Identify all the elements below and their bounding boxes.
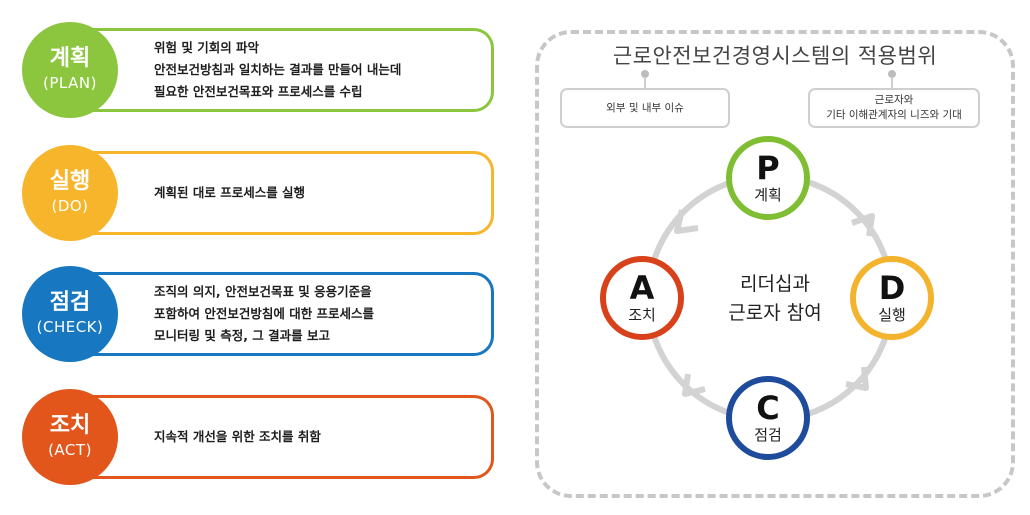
check-title: 점검 [49,290,91,315]
node-check-letter: C [756,389,780,427]
act-description: 지속적 개선을 위한 조치를 취함 [154,398,321,476]
stakeholder-needs-tag: 근로자와 기타 이해관계자의 니즈와 기대 [808,88,980,128]
plan-title: 계획 [49,46,91,71]
cycle-node-check: C 점검 [726,376,810,460]
do-card: 계획된 대로 프로세스를 실행 [86,151,494,235]
pdca-row-act: 지속적 개선을 위한 조치를 취함 조치 (ACT) [22,389,502,485]
arrow-p-to-d-icon [851,213,875,237]
check-line-1: 조직의 의지, 안전보건목표 및 응용기준을 [154,284,372,299]
do-circle: 실행 (DO) [22,145,118,241]
plan-card: 위험 및 기회의 파악 안전보건방침과 일치하는 결과를 만들어 내는데 필요한… [86,28,494,112]
plan-subtitle: (PLAN) [43,74,97,92]
check-description: 조직의 의지, 안전보건목표 및 응용기준을 포함하여 안전보건방침에 대한 프… [154,275,374,353]
right-tag-line-1: 근로자와 [874,94,914,106]
node-act-letter: A [629,269,655,307]
center-line-2: 근로자 참여 [728,302,822,324]
check-line-2: 포함하여 안전보건방침에 대한 프로세스를 [154,306,375,321]
scope-title: 근로안전보건경영시스템의 적용범위 [560,40,990,70]
center-line-1: 리더십과 [740,273,810,295]
node-check-label: 점검 [754,426,782,444]
plan-description: 위험 및 기회의 파악 안전보건방침과 일치하는 결과를 만들어 내는데 필요한… [154,31,401,109]
pdca-row-plan: 위험 및 기회의 파악 안전보건방침과 일치하는 결과를 만들어 내는데 필요한… [22,22,502,118]
left-pin-icon [641,70,649,78]
plan-line-3: 필요한 안전보건목표와 프로세스를 수립 [154,84,363,99]
act-circle: 조치 (ACT) [22,389,118,485]
cycle-node-plan: P 계획 [726,136,810,220]
do-subtitle: (DO) [51,197,89,215]
act-title: 조치 [49,413,91,438]
plan-line-1: 위험 및 기회의 파악 [154,40,260,55]
node-do-letter: D [878,269,906,307]
do-description: 계획된 대로 프로세스를 실행 [154,154,305,232]
node-plan-letter: P [756,149,780,187]
check-circle: 점검 (CHECK) [22,266,118,362]
cycle-node-do: D 실행 [850,256,934,340]
pdca-row-do: 계획된 대로 프로세스를 실행 실행 (DO) [22,145,502,241]
scope-frame [535,30,1015,498]
check-line-3: 모니터링 및 측정, 그 결과를 보고 [154,328,331,343]
left-pin-line [644,77,646,89]
check-card: 조직의 의지, 안전보건목표 및 응용기준을 포함하여 안전보건방침에 대한 프… [86,272,494,356]
plan-line-2: 안전보건방침과 일치하는 결과를 만들어 내는데 [154,62,402,77]
external-internal-issues-tag: 외부 및 내부 이슈 [560,88,730,128]
right-pin-icon [888,70,896,78]
act-card: 지속적 개선을 위한 조치를 취함 [86,395,494,479]
node-act-label: 조치 [628,306,656,324]
arrow-a-to-p-icon [674,209,699,234]
act-subtitle: (ACT) [48,441,92,459]
cycle-node-act: A 조치 [600,256,684,340]
left-tag-text: 외부 및 내부 이슈 [606,101,684,114]
leadership-center-label: 리더십과 근로자 참여 [705,270,845,328]
node-do-label: 실행 [878,306,906,324]
do-title: 실행 [49,169,91,194]
act-line-1: 지속적 개선을 위한 조치를 취함 [154,429,321,444]
pdca-row-check: 조직의 의지, 안전보건목표 및 응용기준을 포함하여 안전보건방침에 대한 프… [22,266,502,362]
right-tag-line-2: 기타 이해관계자의 니즈와 기대 [826,109,962,121]
arrow-c-to-a-icon [682,373,706,397]
node-plan-label: 계획 [754,186,782,204]
check-subtitle: (CHECK) [36,318,104,336]
arrow-d-to-c-icon [845,366,869,391]
plan-circle: 계획 (PLAN) [22,22,118,118]
do-line-1: 계획된 대로 프로세스를 실행 [154,185,306,200]
right-pin-line [891,77,893,89]
